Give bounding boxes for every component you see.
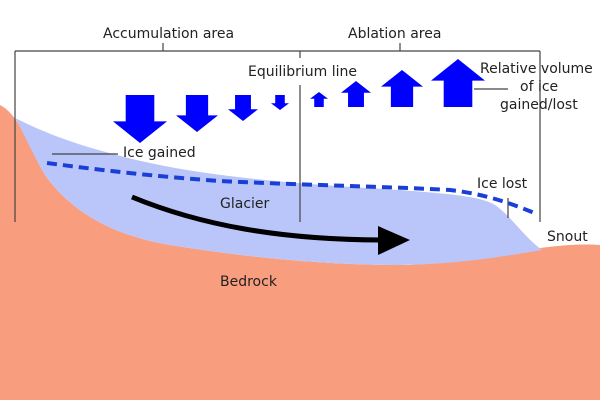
former-ice-surface-dashed-line [46, 161, 538, 216]
ice-lost-arrow-icon [310, 92, 328, 107]
ice-lost-arrow-icon [341, 81, 371, 107]
equilibrium-line-label: Equilibrium line [248, 64, 358, 80]
ice-gained-label: Ice gained [123, 145, 196, 161]
ice-lost-label: Ice lost [477, 176, 528, 192]
glacier-flow-arrow [131, 194, 386, 243]
ice-lost-arrow-icon [381, 70, 423, 107]
ice-gained-arrow-icon [176, 95, 218, 132]
glacier-label: Glacier [220, 196, 270, 212]
ice-gained-arrow-icon [228, 95, 258, 121]
ice-gained-arrow-icon [113, 95, 167, 143]
relative-volume-label-line2: of ice [520, 79, 559, 95]
snout-label: Snout [547, 229, 588, 245]
bracket-lines [14, 43, 541, 222]
relative-volume-label-line1: Relative volume [480, 61, 593, 77]
ice-lost-arrow-icon [431, 59, 485, 107]
ice-volume-arrows [113, 59, 485, 143]
ice-gained-arrow-icon [271, 95, 289, 110]
ablation-area-label: Ablation area [348, 26, 442, 42]
glacier [15, 118, 542, 265]
glacier-flow-arrowhead [378, 226, 410, 255]
relative-volume-label-line3: gained/lost [500, 97, 578, 113]
bedrock-label: Bedrock [220, 274, 277, 290]
bedrock [0, 105, 600, 400]
accumulation-area-label: Accumulation area [103, 26, 235, 42]
